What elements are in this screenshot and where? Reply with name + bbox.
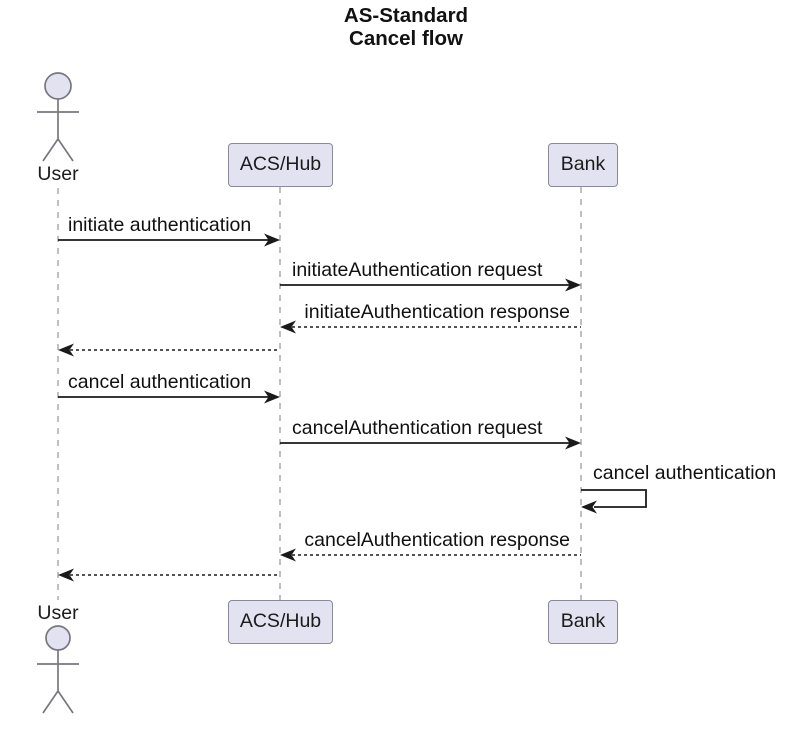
message-arrow-1: [58, 233, 280, 247]
message-arrow-2: [280, 278, 581, 292]
message-label-7: cancel authentication: [593, 462, 777, 484]
diagram-title-line2: Cancel flow: [349, 27, 463, 50]
message-arrow-4: [58, 343, 280, 357]
self-message-loop: [581, 489, 647, 514]
user-actor-figure-bottom: [37, 625, 79, 714]
participant-user-label-bottom: User: [37, 602, 79, 624]
participant-acshub-box-bottom: ACS/Hub: [228, 600, 333, 644]
user-actor-figure-top: [37, 72, 79, 162]
participant-user-label-top: User: [37, 163, 79, 185]
message-label-2: initiateAuthentication request: [292, 259, 543, 281]
message-arrow-5: [58, 390, 280, 404]
message-arrow-6: [280, 436, 581, 450]
diagram-title: AS-Standard Cancel flow: [0, 4, 812, 50]
diagram-title-line1: AS-Standard: [343, 4, 469, 27]
message-arrow-3: [280, 320, 581, 334]
message-arrow-8: [280, 548, 581, 562]
message-label-1: initiate authentication: [68, 214, 252, 236]
participant-acshub-box-top: ACS/Hub: [228, 143, 333, 187]
message-label-5: cancel authentication: [68, 371, 252, 393]
message-label-3: initiateAuthentication response: [304, 301, 570, 323]
participant-bank-box-top: Bank: [548, 143, 618, 187]
message-label-6: cancelAuthentication request: [292, 417, 543, 439]
message-label-8: cancelAuthentication response: [304, 529, 570, 551]
participant-bank-box-bottom: Bank: [548, 600, 618, 644]
message-arrow-9: [58, 568, 280, 582]
